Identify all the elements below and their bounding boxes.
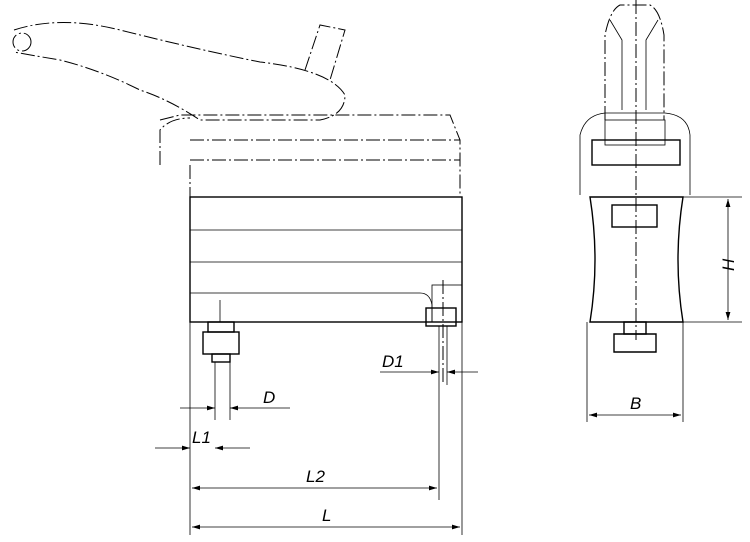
dimensions xyxy=(155,196,742,535)
label-h: H xyxy=(719,258,738,271)
label-l: L xyxy=(322,506,331,525)
label-b: B xyxy=(630,394,641,413)
clamp-body-side xyxy=(189,196,463,327)
label-l2: L2 xyxy=(306,467,325,486)
label-l1: L1 xyxy=(192,428,211,447)
lever-phantom xyxy=(12,22,461,197)
clamp-front-view xyxy=(579,0,691,353)
label-d1: D1 xyxy=(382,352,404,371)
t-nut-left xyxy=(202,321,240,420)
pin-right xyxy=(438,280,448,500)
label-d: D xyxy=(263,388,275,407)
